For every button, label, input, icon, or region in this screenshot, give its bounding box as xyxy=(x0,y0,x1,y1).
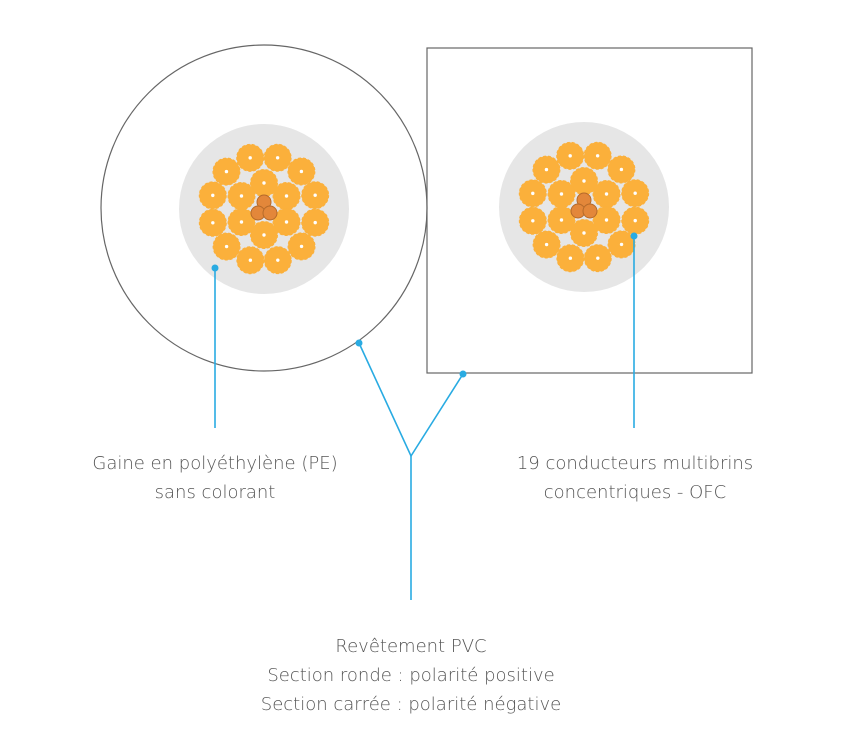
conductor-strand xyxy=(532,230,561,259)
conductor-strand xyxy=(227,208,256,236)
conductor-strand xyxy=(301,208,330,237)
conductor-strand xyxy=(621,206,650,235)
conductor-strand xyxy=(272,182,301,210)
insulation-label-line2: sans colorant xyxy=(154,482,276,503)
coating-label-line2: Section ronde : polarité positive xyxy=(267,665,555,686)
conductor-strand xyxy=(272,208,301,236)
square-section-core xyxy=(499,122,669,292)
conductor-strand xyxy=(198,208,227,237)
conductor-strand xyxy=(250,221,278,249)
conductor-strand xyxy=(583,141,612,170)
insulation-label: Gaine en polyéthylène (PE) sans colorant xyxy=(40,449,390,507)
conductor-strand xyxy=(287,232,316,261)
insulation-leader-dot xyxy=(211,264,219,272)
center-conductor xyxy=(262,205,278,221)
coating-label-line3: Section carrée : polarité négative xyxy=(260,694,562,715)
coating-label: Revêtement PVC Section ronde : polarité … xyxy=(211,632,611,719)
conductor-strand xyxy=(518,179,547,208)
square-section-outline xyxy=(426,47,753,374)
square-outline-leader-dot xyxy=(459,370,467,378)
conductor-strand xyxy=(198,181,227,210)
conductor-strand xyxy=(287,157,316,186)
conductor-strand xyxy=(556,141,585,170)
conductor-strand xyxy=(236,143,265,172)
conductor-strand xyxy=(518,206,547,235)
conductor-strand xyxy=(592,206,621,234)
round-outline-leader-dot xyxy=(355,339,363,347)
conductor-strand xyxy=(621,179,650,208)
conductor-strand xyxy=(570,219,598,247)
conductor-strand xyxy=(547,206,576,234)
conductor-strand xyxy=(607,230,636,259)
conductor-strand xyxy=(532,155,561,184)
conductors-label: 19 conducteurs multibrins concentriques … xyxy=(460,449,810,507)
center-conductor xyxy=(582,203,598,219)
coating-leader-line xyxy=(358,342,464,458)
conductors-label-line2: concentriques - OFC xyxy=(543,482,727,503)
conductor-strand xyxy=(236,246,265,275)
insulation-label-line1: Gaine en polyéthylène (PE) xyxy=(92,453,338,474)
conductor-strand xyxy=(592,180,621,208)
conductor-strand xyxy=(547,180,576,208)
round-section-core xyxy=(179,124,349,294)
conductor-strand xyxy=(212,232,241,261)
conductor-strand xyxy=(263,246,292,275)
conductor-strand xyxy=(301,181,330,210)
conductor-strand xyxy=(583,244,612,273)
conductor-strand xyxy=(227,182,256,210)
coating-label-line1: Revêtement PVC xyxy=(335,636,487,657)
conductor-strand xyxy=(556,244,585,273)
conductor-strand xyxy=(607,155,636,184)
conductors-leader-dot xyxy=(630,232,638,240)
conductor-strand xyxy=(263,143,292,172)
conductor-strand xyxy=(212,157,241,186)
conductors-label-line1: 19 conducteurs multibrins xyxy=(516,453,754,474)
